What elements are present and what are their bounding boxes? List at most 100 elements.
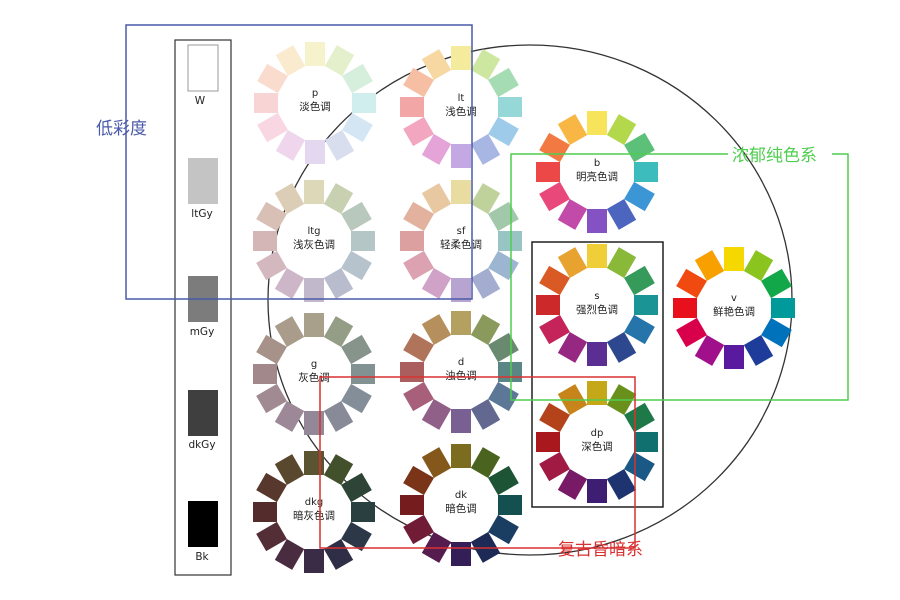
hue-swatch-g-0 [304,313,324,337]
tone-wheel-dp [536,381,658,503]
svg-text:s: s [594,291,599,302]
hue-swatch-lt-2 [488,67,519,98]
svg-text:dk: dk [455,490,467,501]
hue-swatch-lt-4 [488,116,519,147]
hue-swatch-g-8 [256,383,287,414]
hue-swatch-b-6 [587,209,607,233]
hue-swatch-d-2 [488,332,519,363]
hue-swatch-ltg-11 [274,183,305,214]
svg-text:dp: dp [591,428,604,439]
hue-swatch-v-8 [676,317,707,348]
hue-swatch-sf-9 [400,231,424,251]
hue-swatch-b-11 [557,114,588,145]
low-saturation-label: 低彩度 [96,119,147,139]
hue-swatch-b-5 [606,199,637,230]
svg-text:暗灰色调: 暗灰色调 [293,509,335,522]
hue-swatch-p-10 [257,63,288,94]
hue-swatch-g-6 [304,411,324,435]
hue-swatch-sf-8 [403,250,434,281]
hue-swatch-d-5 [470,399,501,430]
svg-text:g: g [311,359,317,370]
hue-swatch-dk-4 [488,514,519,545]
hue-swatch-dp-5 [606,469,637,500]
hue-swatch-p-5 [324,130,355,161]
hue-swatch-s-10 [539,265,570,296]
gray-swatch-mgy: mGy [188,276,218,338]
hue-swatch-p-0 [305,42,325,66]
svg-text:b: b [594,158,600,169]
hue-swatch-g-5 [323,401,354,432]
hue-swatch-p-4 [342,112,373,143]
hue-swatch-g-2 [341,334,372,365]
hue-swatch-sf-11 [421,183,452,214]
hue-swatch-dp-4 [624,451,655,482]
svg-text:d: d [458,357,464,368]
tone-wheel-ltg [253,180,375,302]
hue-swatch-s-1 [606,247,637,278]
hue-swatch-dkg-4 [341,521,372,552]
hue-swatch-v-11 [694,250,725,281]
hue-swatch-p-2 [342,63,373,94]
hue-swatch-b-9 [536,162,560,182]
svg-text:明亮色调: 明亮色调 [576,170,618,183]
hue-swatch-b-10 [539,132,570,163]
hue-swatch-s-6 [587,342,607,366]
hue-swatch-dk-11 [421,447,452,478]
hue-swatch-ltg-3 [351,231,375,251]
hue-swatch-dkg-1 [323,454,354,485]
svg-text:轻柔色调: 轻柔色调 [440,238,482,251]
hue-swatch-ltg-2 [341,201,372,232]
hue-swatch-d-7 [421,399,452,430]
svg-text:淡色调: 淡色调 [299,100,331,113]
hue-swatch-v-4 [761,317,792,348]
hue-swatch-s-3 [634,295,658,315]
hue-swatch-d-0 [451,311,471,335]
hue-swatch-b-3 [634,162,658,182]
hue-swatch-v-9 [673,298,697,318]
hue-swatch-lt-10 [403,67,434,98]
hue-swatch-sf-1 [470,183,501,214]
hue-swatch-dp-3 [634,432,658,452]
hue-swatch-ltg-7 [274,268,305,299]
wheel-label-dk: dk 暗色调 [445,490,477,515]
hue-swatch-dp-6 [587,479,607,503]
hue-swatch-sf-0 [451,180,471,204]
gray-swatch-w: W [187,44,219,107]
wheel-label-d: d 浊色调 [445,357,477,382]
svg-text:浅色调: 浅色调 [445,105,477,118]
hue-swatch-g-9 [253,364,277,384]
hue-swatch-sf-6 [451,278,471,302]
hue-swatch-p-1 [324,45,355,76]
hue-swatch-d-8 [403,381,434,412]
hue-swatch-lt-8 [403,116,434,147]
hue-swatch-g-3 [351,364,375,384]
hue-swatch-dkg-5 [323,539,354,570]
hue-swatch-lt-7 [421,134,452,165]
s-dp-frame [531,241,664,508]
hue-swatch-d-10 [403,332,434,363]
tone-wheel-v [673,247,795,369]
gray-swatch-dkgy: dkGy [188,390,218,451]
svg-text:ltGy: ltGy [191,208,212,220]
tone-wheels [253,42,795,573]
hue-swatch-g-11 [274,316,305,347]
wheel-label-s: s 强烈色调 [576,291,618,316]
hue-swatch-dk-1 [470,447,501,478]
hue-swatch-v-2 [761,268,792,299]
hue-swatch-sf-5 [470,268,501,299]
hue-swatch-ltg-4 [341,250,372,281]
hue-swatch-v-5 [743,335,774,366]
hue-swatch-d-6 [451,409,471,433]
svg-text:暗色调: 暗色调 [445,502,477,515]
tone-wheel-p [254,42,376,164]
hue-swatch-dkg-7 [274,539,305,570]
hue-swatch-d-4 [488,381,519,412]
hue-swatch-p-6 [305,140,325,164]
tone-map-ellipse [267,44,793,556]
hue-swatch-d-9 [400,362,424,382]
hue-swatch-s-9 [536,295,560,315]
svg-text:mGy: mGy [190,326,215,338]
hue-swatch-lt-9 [400,97,424,117]
hue-swatch-b-1 [606,114,637,145]
hue-swatch-dkg-11 [274,454,305,485]
